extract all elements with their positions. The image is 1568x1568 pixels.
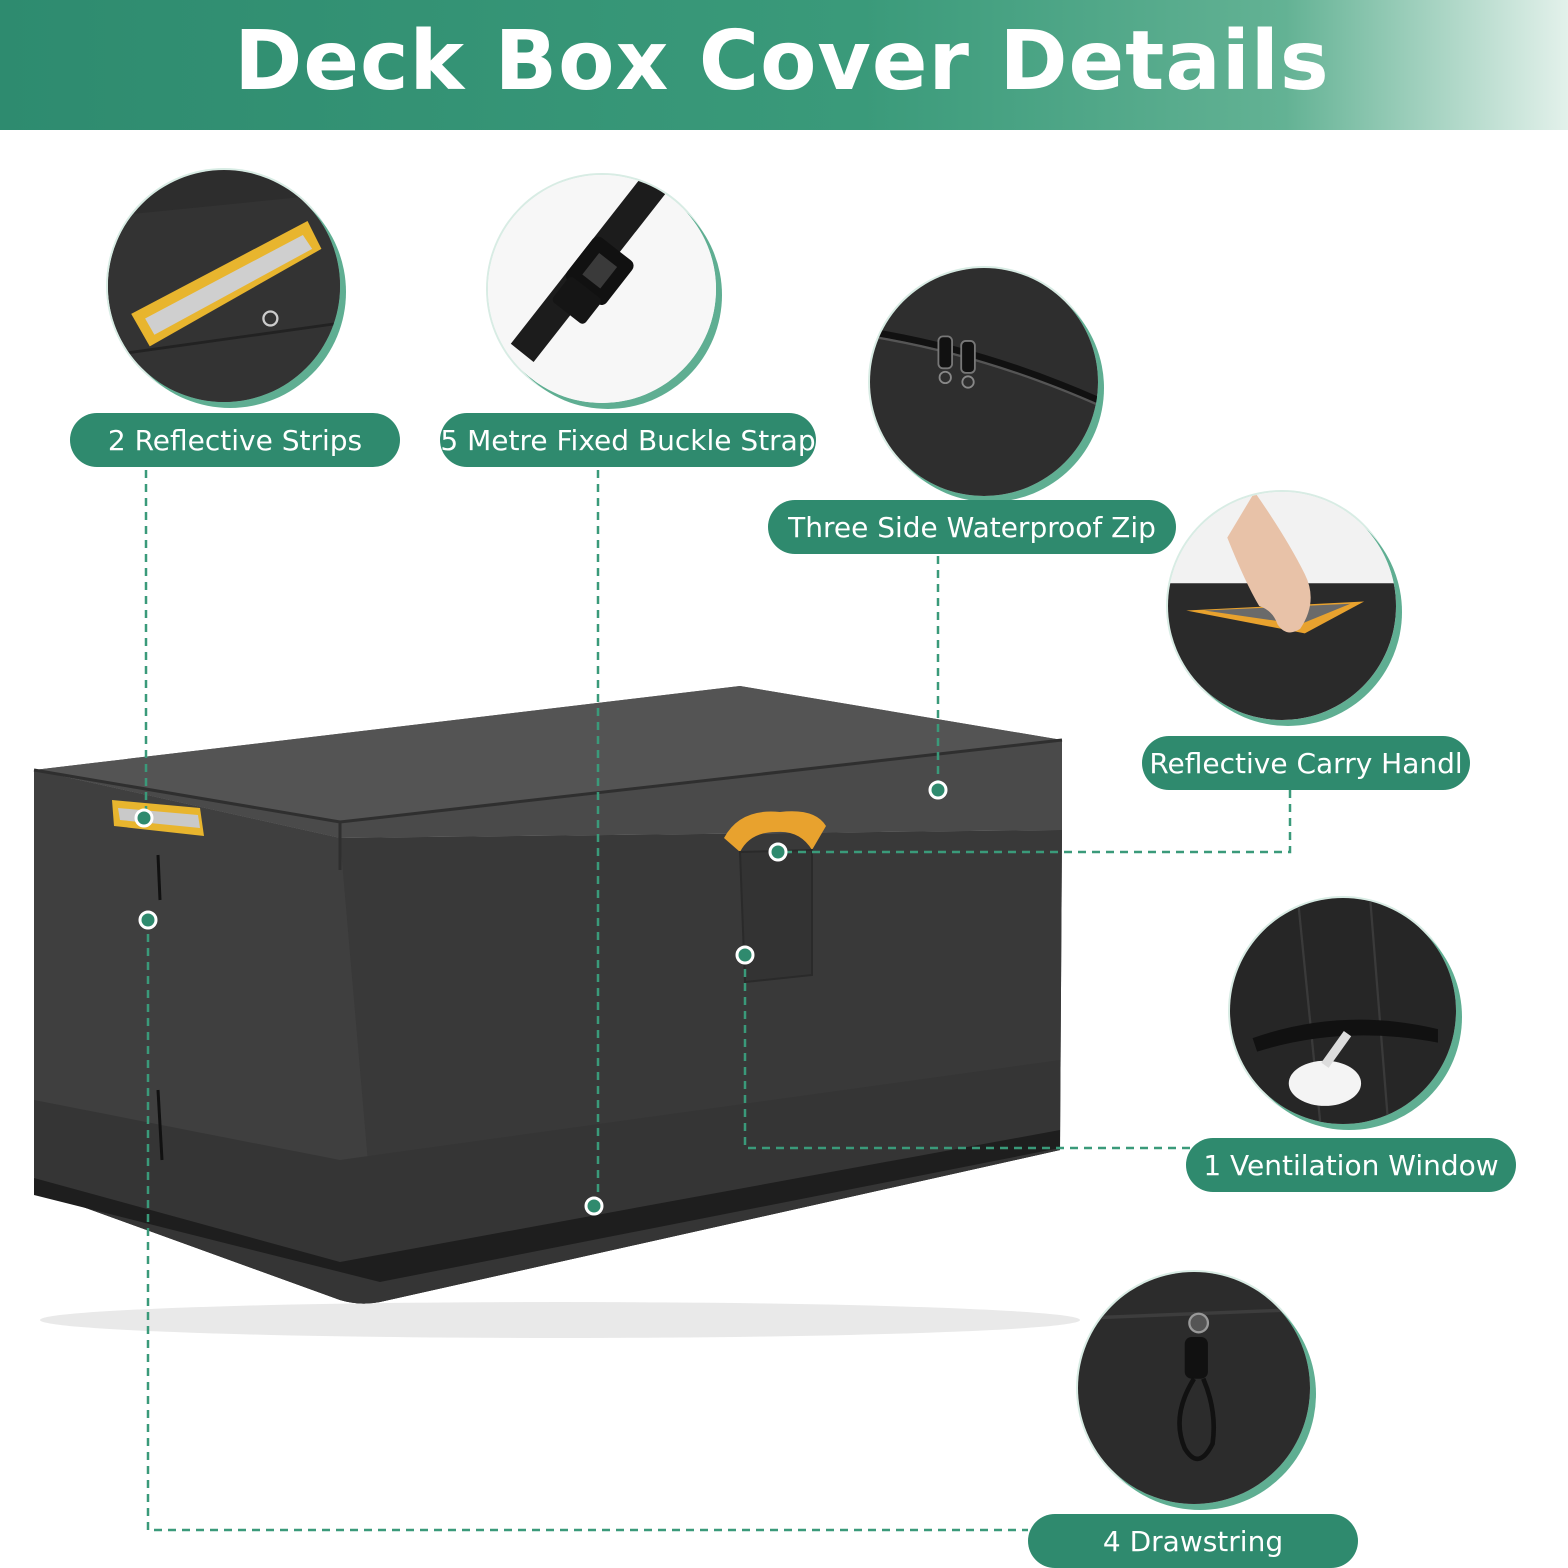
vent-closeup-icon [1230, 898, 1456, 1124]
feature-label-buckle-strap: 5 Metre Fixed Buckle Strap [440, 413, 816, 467]
feature-label-text: Three Side Waterproof Zip [788, 510, 1156, 544]
feature-label-text: 5 Metre Fixed Buckle Strap [440, 423, 816, 457]
carry-handle-closeup-icon [1168, 492, 1396, 720]
feature-label-text: 2 Reflective Strips [107, 423, 363, 457]
feature-label-text: 4 Drawstring [1102, 1524, 1284, 1558]
page-title: Deck Box Cover Details [234, 13, 1330, 109]
feature-label-text: 1 Ventilation Window [1203, 1148, 1499, 1182]
feature-label-ventilation-window: 1 Ventilation Window [1186, 1138, 1516, 1192]
feature-label-drawstring: 4 Drawstring [1028, 1514, 1358, 1568]
feature-label-carry-handle: Reflective Carry Handl [1142, 736, 1470, 790]
drawstring-closeup-icon [1078, 1272, 1310, 1504]
header-banner: Deck Box Cover Details [0, 0, 1568, 130]
feature-label-text: Reflective Carry Handl [1149, 746, 1463, 780]
feature-label-reflective-strips: 2 Reflective Strips [70, 413, 400, 467]
feature-label-waterproof-zip: Three Side Waterproof Zip [768, 500, 1176, 554]
reflective-strip-closeup-icon [108, 170, 340, 402]
zipper-closeup-icon [870, 268, 1098, 496]
buckle-strap-closeup-icon [488, 175, 716, 403]
